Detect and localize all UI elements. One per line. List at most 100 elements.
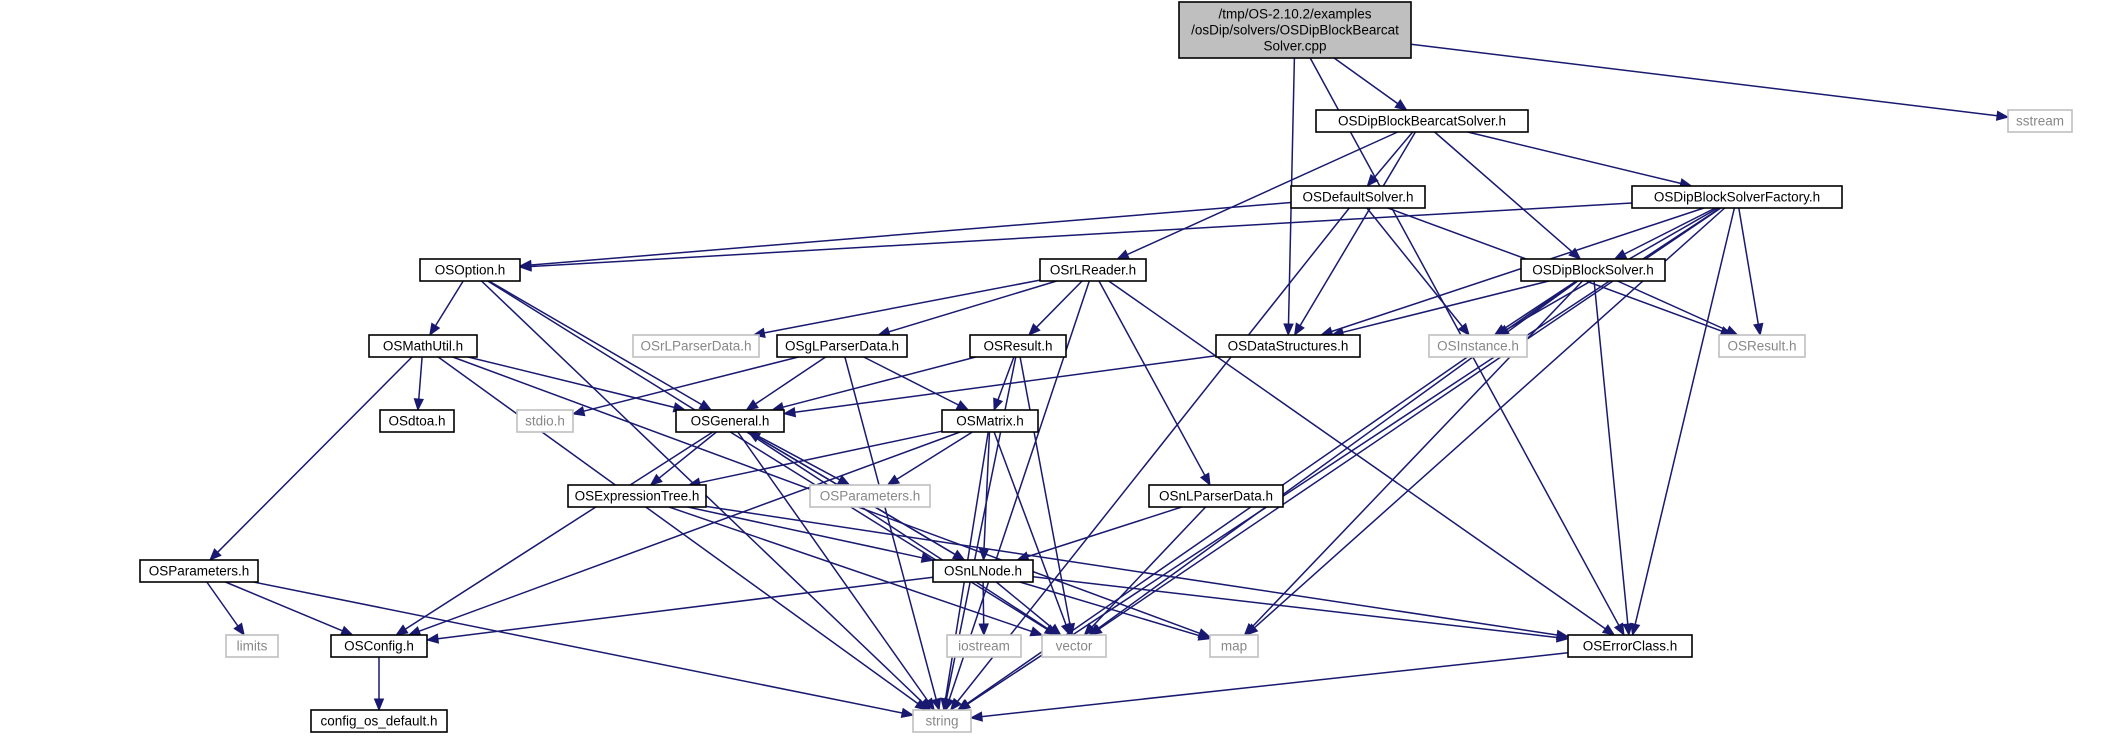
- arrowhead-root-to-osdip-block-bearcat-solver: [1394, 98, 1408, 111]
- edge-osexpression-tree-to-osn-lnode: [687, 506, 923, 559]
- node-osparameters-h[interactable]: OSParameters.h: [139, 559, 259, 583]
- arrowhead-osr-lreader-to-osn-lparser-data: [1199, 472, 1211, 487]
- node-label-stdio: stdio.h: [525, 414, 565, 429]
- edge-osgeneral-to-osparameters-ext: [750, 431, 841, 481]
- node-osdip-block-solver[interactable]: OSDipBlockSolver.h: [1520, 258, 1666, 282]
- arrowhead-osparameters-h-to-osconfig: [339, 625, 354, 636]
- node-box-osmatrix[interactable]: [941, 409, 1039, 433]
- edge-osdip-block-bearcat-solver-to-osr-lreader: [1126, 131, 1399, 256]
- edges-layer: [206, 43, 2010, 722]
- node-box-osdip-block-bearcat-solver[interactable]: [1315, 109, 1529, 133]
- node-box-osconfig[interactable]: [330, 634, 428, 658]
- node-box-osdefault-solver[interactable]: [1290, 185, 1426, 209]
- node-box-stdio: [516, 409, 574, 433]
- node-config-os-default[interactable]: config_os_default.h: [310, 709, 448, 733]
- node-osconfig[interactable]: OSConfig.h: [330, 634, 428, 658]
- node-box-osg-lparser-data[interactable]: [776, 334, 908, 358]
- edge-osdip-block-bearcat-solver-to-osdip-block-solver: [1434, 131, 1573, 253]
- node-osexpression-tree[interactable]: OSExpressionTree.h: [567, 484, 707, 508]
- arrowhead-osgeneral-to-osconfig: [395, 624, 409, 636]
- node-label-config-os-default: config_os_default.h: [320, 714, 437, 729]
- arrowhead-osresult-h-to-osmatrix: [993, 397, 1004, 412]
- node-label-limits: limits: [237, 639, 268, 654]
- node-box-osgeneral[interactable]: [675, 409, 785, 433]
- node-oserror-class[interactable]: OSErrorClass.h: [1567, 634, 1693, 658]
- node-box-osdip-block-solver[interactable]: [1520, 258, 1666, 282]
- node-label-osresult-h: OSResult.h: [983, 339, 1052, 354]
- edge-osn-lparser-data-to-vector: [1091, 506, 1207, 628]
- node-label-oserror-class: OSErrorClass.h: [1583, 639, 1678, 654]
- edge-osr-lreader-to-osr-lparser-data: [764, 279, 1041, 334]
- node-osgeneral[interactable]: OSGeneral.h: [675, 409, 785, 433]
- node-osmatrix[interactable]: OSMatrix.h: [941, 409, 1039, 433]
- node-label-osg-lparser-data: OSgLParserData.h: [785, 339, 899, 354]
- edge-osmatrix-to-osn-lnode: [983, 431, 991, 550]
- node-osn-lnode[interactable]: OSnLNode.h: [932, 559, 1034, 583]
- node-box-osdata-structures[interactable]: [1215, 334, 1361, 358]
- arrowhead-oserror-class-to-string: [969, 711, 983, 722]
- arrowhead-osgeneral-to-string: [923, 697, 935, 712]
- edge-osg-lparser-data-to-stdio: [583, 356, 799, 412]
- node-box-osn-lnode[interactable]: [932, 559, 1034, 583]
- edge-osr-lreader-to-osn-lparser-data: [1098, 280, 1206, 476]
- edge-osresult-h-to-osmatrix: [997, 356, 1015, 400]
- edge-osgeneral-to-string: [737, 431, 929, 702]
- arrowhead-osdip-block-solver-to-string: [956, 699, 971, 711]
- edge-osresult-h-to-osgeneral: [782, 356, 976, 408]
- arrowhead-osdip-block-solver-to-map: [1243, 623, 1257, 636]
- node-label-osgeneral: OSGeneral.h: [691, 414, 770, 429]
- node-osoption[interactable]: OSOption.h: [419, 258, 521, 282]
- node-osdtoa[interactable]: OSdtoa.h: [379, 409, 455, 433]
- node-label-osresult-ext: OSResult.h: [1727, 339, 1796, 354]
- node-box-osr-lparser-data: [632, 334, 760, 358]
- arrowhead-osdip-block-bearcat-solver-to-osdefault-solver: [1366, 173, 1379, 188]
- node-box-osr-lreader[interactable]: [1039, 258, 1147, 282]
- arrowhead-osdefault-solver-to-osinstance: [1457, 322, 1470, 337]
- arrowhead-osmath-util-to-string: [914, 699, 928, 711]
- node-osdip-block-bearcat-solver[interactable]: OSDipBlockBearcatSolver.h: [1315, 109, 1529, 133]
- edge-osdip-block-solver-to-oserror-class: [1593, 280, 1629, 625]
- node-box-osparameters-h[interactable]: [139, 559, 259, 583]
- arrowhead-osexpression-tree-to-vector: [1029, 626, 1044, 637]
- edge-root-to-osdip-block-bearcat-solver: [1333, 57, 1399, 105]
- node-box-vector: [1041, 634, 1107, 658]
- edge-osdip-block-solver-factory-to-osresult-ext: [1738, 207, 1760, 325]
- node-box-osdip-block-solver-factory[interactable]: [1631, 185, 1843, 209]
- node-box-osoption[interactable]: [419, 258, 521, 282]
- node-osdip-block-solver-factory[interactable]: OSDipBlockSolverFactory.h: [1631, 185, 1843, 209]
- node-osr-lreader[interactable]: OSrLReader.h: [1039, 258, 1147, 282]
- edge-osdip-block-solver-factory-to-osdip-block-solver: [1624, 207, 1716, 255]
- edge-osn-lparser-data-to-osn-lnode: [1027, 506, 1183, 558]
- arrowhead-osn-lparser-data-to-vector: [1083, 623, 1097, 636]
- node-label-root: /osDip/solvers/OSDipBlockBearcat: [1191, 23, 1399, 38]
- node-osn-lparser-data[interactable]: OSnLParserData.h: [1148, 484, 1284, 508]
- arrowhead-osmatrix-to-vector: [1060, 622, 1071, 637]
- edge-osdip-block-bearcat-solver-to-osdata-structures: [1299, 131, 1417, 326]
- node-box-osmath-util[interactable]: [368, 334, 478, 358]
- arrowhead-osr-lreader-to-osresult-h: [1027, 323, 1041, 336]
- node-box-root[interactable]: [1178, 1, 1412, 59]
- edge-osr-lreader-to-osresult-h: [1036, 280, 1083, 328]
- node-osmath-util[interactable]: OSMathUtil.h: [368, 334, 478, 358]
- node-osdefault-solver[interactable]: OSDefaultSolver.h: [1290, 185, 1426, 209]
- arrowhead-osn-lnode-to-map: [1197, 630, 1212, 641]
- arrowhead-osr-lreader-to-oserror-class: [1601, 624, 1616, 636]
- node-osdata-structures[interactable]: OSDataStructures.h: [1215, 334, 1361, 358]
- node-osg-lparser-data[interactable]: OSgLParserData.h: [776, 334, 908, 358]
- arrowhead-osn-lnode-to-iostream: [978, 623, 989, 637]
- node-root[interactable]: /tmp/OS-2.10.2/examples/osDip/solvers/OS…: [1178, 1, 1412, 59]
- node-box-osdtoa[interactable]: [379, 409, 455, 433]
- node-osresult-h[interactable]: OSResult.h: [969, 334, 1067, 358]
- node-box-osexpression-tree[interactable]: [567, 484, 707, 508]
- node-box-config-os-default[interactable]: [310, 709, 448, 733]
- edge-osn-lnode-to-oserror-class: [1032, 576, 1558, 639]
- node-box-osn-lparser-data[interactable]: [1148, 484, 1284, 508]
- edge-root-to-sstream: [1410, 43, 1998, 117]
- node-sstream: sstream: [2007, 109, 2073, 133]
- edge-osgeneral-to-osconfig: [404, 431, 714, 630]
- arrowhead-osn-lnode-to-oserror-class: [1556, 632, 1570, 643]
- node-label-osoption: OSOption.h: [435, 263, 506, 278]
- node-box-osresult-h[interactable]: [969, 334, 1067, 358]
- node-box-osresult-ext: [1718, 334, 1806, 358]
- node-box-oserror-class[interactable]: [1567, 634, 1693, 658]
